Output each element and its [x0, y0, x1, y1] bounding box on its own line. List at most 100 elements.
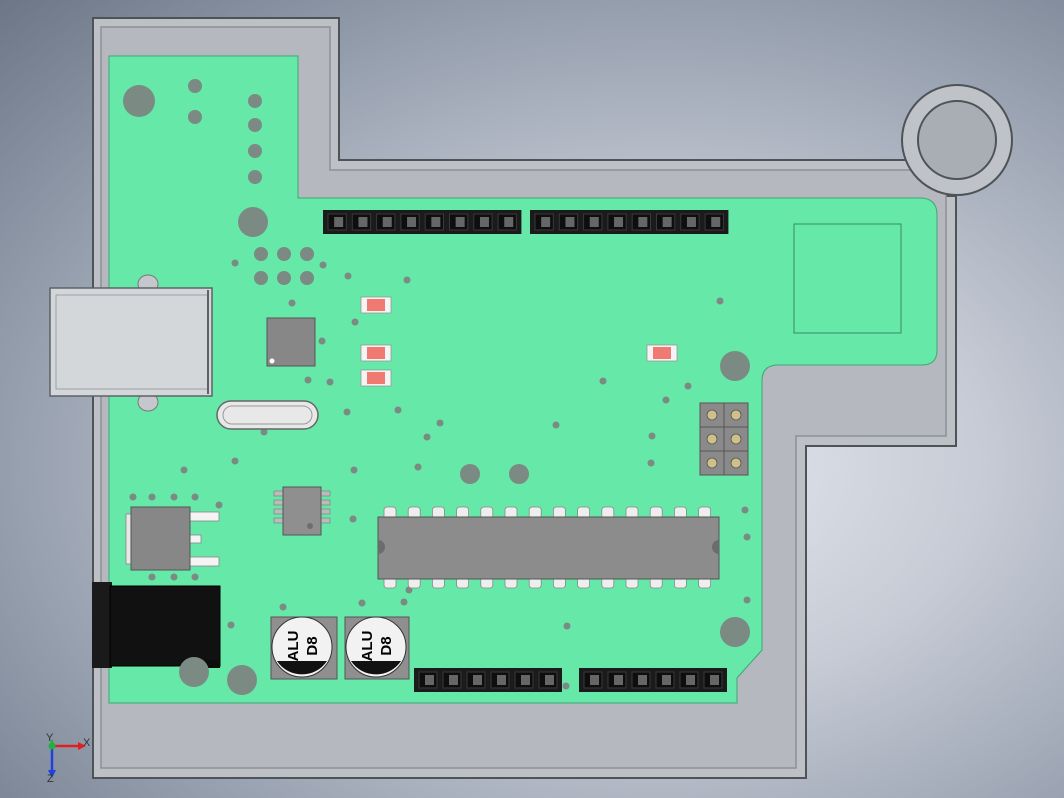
header-pin	[541, 217, 551, 227]
pcb-via	[231, 457, 239, 465]
usb-interface-chip[interactable]	[266, 317, 316, 367]
atmega-dip28-chip[interactable]	[377, 506, 720, 589]
pcb-via	[563, 622, 571, 630]
pcb-via	[743, 533, 751, 541]
pcb-via	[180, 466, 188, 474]
smd-led-body	[367, 347, 385, 359]
x-axis-label: X	[83, 737, 91, 749]
header-pin	[497, 675, 506, 685]
pcb-via	[191, 493, 199, 501]
header-pin	[711, 217, 721, 227]
pcb-outline	[108, 55, 938, 704]
pcb-via	[344, 272, 352, 280]
pin-header-top-left[interactable]	[323, 210, 522, 234]
header-body	[414, 668, 562, 692]
voltage-regulator[interactable]	[125, 506, 220, 571]
header-pin	[455, 217, 465, 227]
pcb-via	[350, 466, 358, 474]
pcb-via	[351, 318, 359, 326]
dip-body	[377, 516, 720, 580]
pcb-via	[716, 297, 724, 305]
header-pin	[449, 675, 458, 685]
pcb-via	[414, 463, 422, 471]
smd-led-body	[367, 372, 385, 384]
pcb-via	[326, 378, 334, 386]
pcb-board[interactable]	[108, 55, 938, 704]
header-pin	[431, 217, 441, 227]
header-pin	[425, 675, 434, 685]
pcb-via	[400, 598, 408, 606]
header-pin	[545, 675, 554, 685]
header-pin	[638, 217, 648, 227]
header-body	[579, 668, 727, 692]
pcb-pad	[277, 247, 291, 261]
icsp-pin	[706, 433, 718, 445]
soic8-chip[interactable]	[273, 486, 331, 536]
pcb-pad	[254, 271, 268, 285]
pcb-via	[343, 408, 351, 416]
pcb-via	[148, 573, 156, 581]
header-pin	[662, 675, 671, 685]
pcb-pad	[248, 118, 262, 132]
header-pin	[686, 217, 696, 227]
pcb-via	[318, 337, 326, 345]
pin-header-top-right[interactable]	[530, 210, 729, 234]
pcb-via	[227, 621, 235, 629]
smd-led-body	[367, 299, 385, 311]
crystal-oscillator[interactable]	[216, 400, 319, 430]
pcb-pad	[248, 170, 262, 184]
pcb-pad	[254, 247, 268, 261]
icsp-pin	[730, 433, 742, 445]
pcb-via	[662, 396, 670, 404]
pcb-via	[231, 259, 239, 267]
dip-notch-right	[712, 540, 719, 554]
pin-header-bottom-right[interactable]	[579, 668, 727, 692]
pcb-pad	[277, 271, 291, 285]
pcb-pad	[300, 271, 314, 285]
pcb-pad	[248, 94, 262, 108]
pcb-via	[394, 406, 402, 414]
pcb-via	[436, 419, 444, 427]
component-outline	[793, 223, 902, 334]
pcb-via	[552, 421, 560, 429]
pcb-pad	[188, 110, 202, 124]
pcb-pad	[300, 247, 314, 261]
smd-leds	[360, 296, 678, 387]
capacitor-left[interactable]: ALU D8	[270, 616, 338, 680]
pcb-pad	[248, 144, 262, 158]
pcb-via	[215, 501, 223, 509]
pcb-via	[423, 433, 431, 441]
header-pin	[662, 217, 672, 227]
capacitor-left-marking-2: D8	[304, 636, 321, 655]
header-pin	[590, 675, 599, 685]
header-pin	[710, 675, 719, 685]
pcb-via	[599, 377, 607, 385]
pcb-via	[148, 493, 156, 501]
pcb-via	[288, 299, 296, 307]
pcb-via	[358, 599, 366, 607]
dc-power-jack[interactable]	[92, 582, 221, 668]
pcb-via	[741, 506, 749, 514]
pcb-via	[562, 682, 570, 690]
header-pin	[614, 675, 623, 685]
header-pin	[614, 217, 624, 227]
pcb-via	[260, 428, 268, 436]
dip-notch-left	[378, 540, 385, 554]
pcb-via	[684, 382, 692, 390]
header-pin	[334, 217, 344, 227]
pin-header-bottom-left[interactable]	[414, 668, 562, 692]
mounting-ring[interactable]	[901, 84, 1013, 196]
pcb-via	[743, 596, 751, 604]
header-pin	[358, 217, 368, 227]
pcb-via	[304, 376, 312, 384]
pcb-via	[349, 515, 357, 523]
header-pin	[565, 217, 575, 227]
header-pin	[407, 217, 417, 227]
capacitor-right[interactable]: ALU D8	[344, 616, 410, 680]
icsp-header[interactable]	[699, 402, 749, 476]
header-pin	[589, 217, 599, 227]
usb-connector[interactable]	[49, 274, 213, 412]
icsp-pin	[706, 457, 718, 469]
header-pin	[521, 675, 530, 685]
